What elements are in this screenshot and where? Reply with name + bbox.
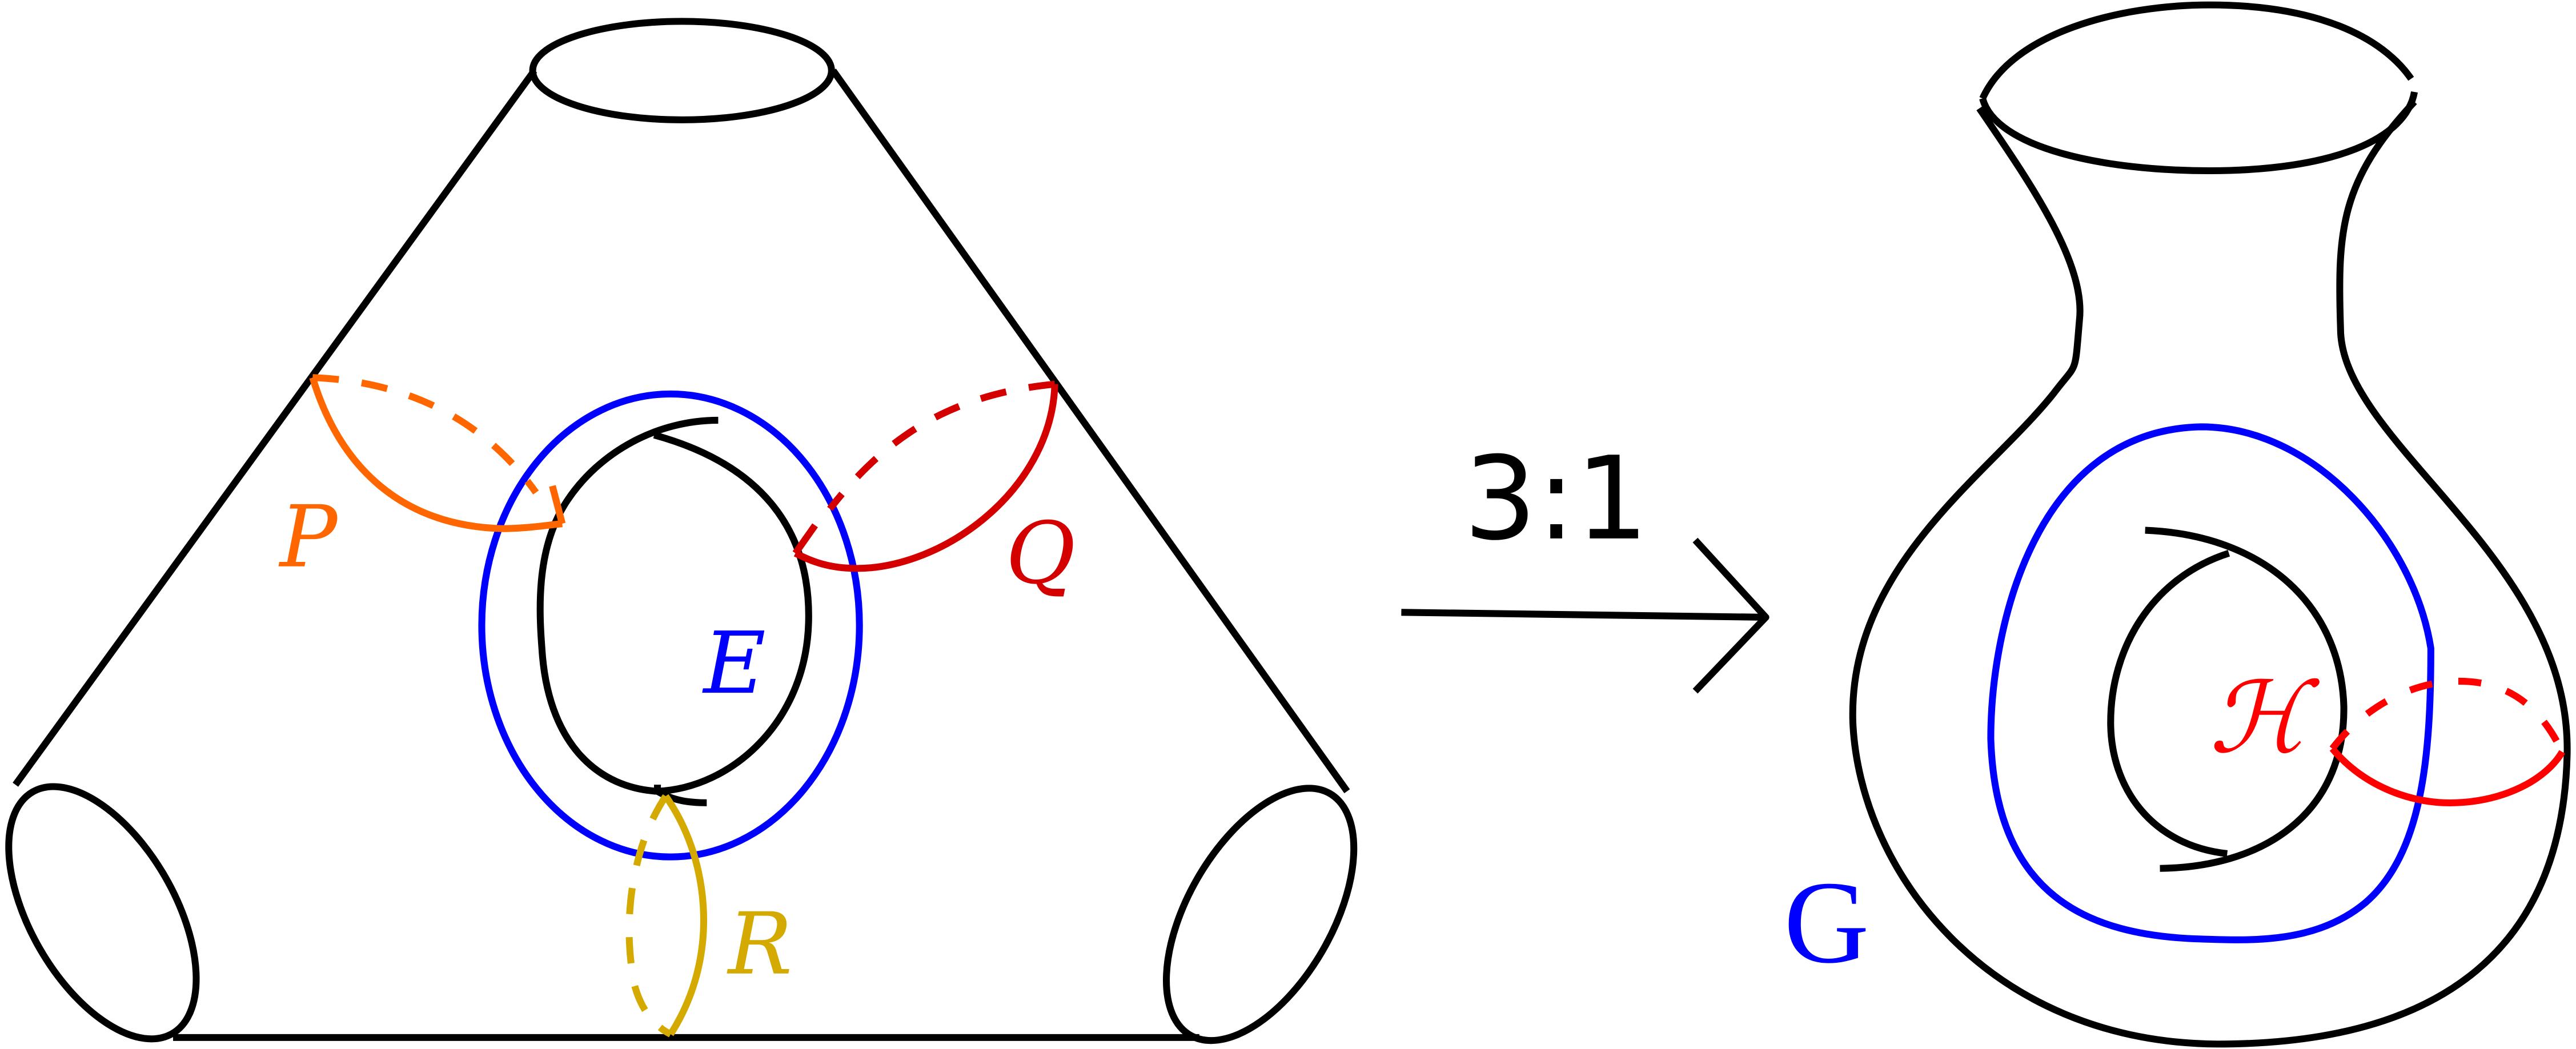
curve-Q-hook bbox=[792, 523, 818, 556]
label-P: P bbox=[278, 488, 339, 587]
handle-outer-arc bbox=[536, 416, 812, 795]
label-R: R bbox=[727, 895, 793, 994]
label-E: E bbox=[702, 614, 766, 713]
arrow-shaft bbox=[1401, 609, 1766, 621]
left-edge bbox=[13, 69, 537, 787]
bottom-left-boundary-circle bbox=[5, 783, 200, 1043]
handle-lower-tick bbox=[655, 788, 707, 806]
curve-P-back-dashed bbox=[312, 374, 539, 495]
top-boundary-circle bbox=[529, 18, 835, 123]
right-surface: G ℋ bbox=[1784, 1, 2571, 1048]
curve-R-front bbox=[663, 794, 708, 1036]
map-arrow: 3:1 bbox=[1401, 432, 1770, 694]
left-surface: P Q R E bbox=[5, 18, 1358, 1044]
label-Q: Q bbox=[1006, 504, 1076, 604]
curve-P-front bbox=[309, 376, 563, 532]
handle-inner-arc bbox=[2107, 550, 2230, 857]
curve-H-back-dashed bbox=[2329, 677, 2566, 754]
curve-Q-back-dashed bbox=[827, 380, 1056, 511]
curve-Q-front bbox=[793, 384, 1058, 572]
bottom-right-boundary-circle bbox=[1162, 785, 1358, 1044]
label-H: ℋ bbox=[2209, 661, 2320, 775]
curve-H-front bbox=[2329, 746, 2566, 806]
curve-R-back-dashed bbox=[625, 794, 672, 1038]
top-boundary-front bbox=[1979, 91, 2418, 175]
curve-P-hook bbox=[549, 485, 566, 525]
right-edge bbox=[830, 69, 1350, 794]
arrow-head bbox=[1692, 537, 1770, 694]
pot-outline bbox=[1849, 99, 2571, 1048]
label-G: G bbox=[1784, 857, 1869, 988]
curve-E bbox=[478, 390, 863, 861]
handle-outer-arc bbox=[2145, 526, 2348, 872]
top-boundary-back bbox=[1979, 1, 2414, 100]
curve-G bbox=[1987, 423, 2434, 943]
arrow-ratio-label: 3:1 bbox=[1464, 432, 1649, 566]
